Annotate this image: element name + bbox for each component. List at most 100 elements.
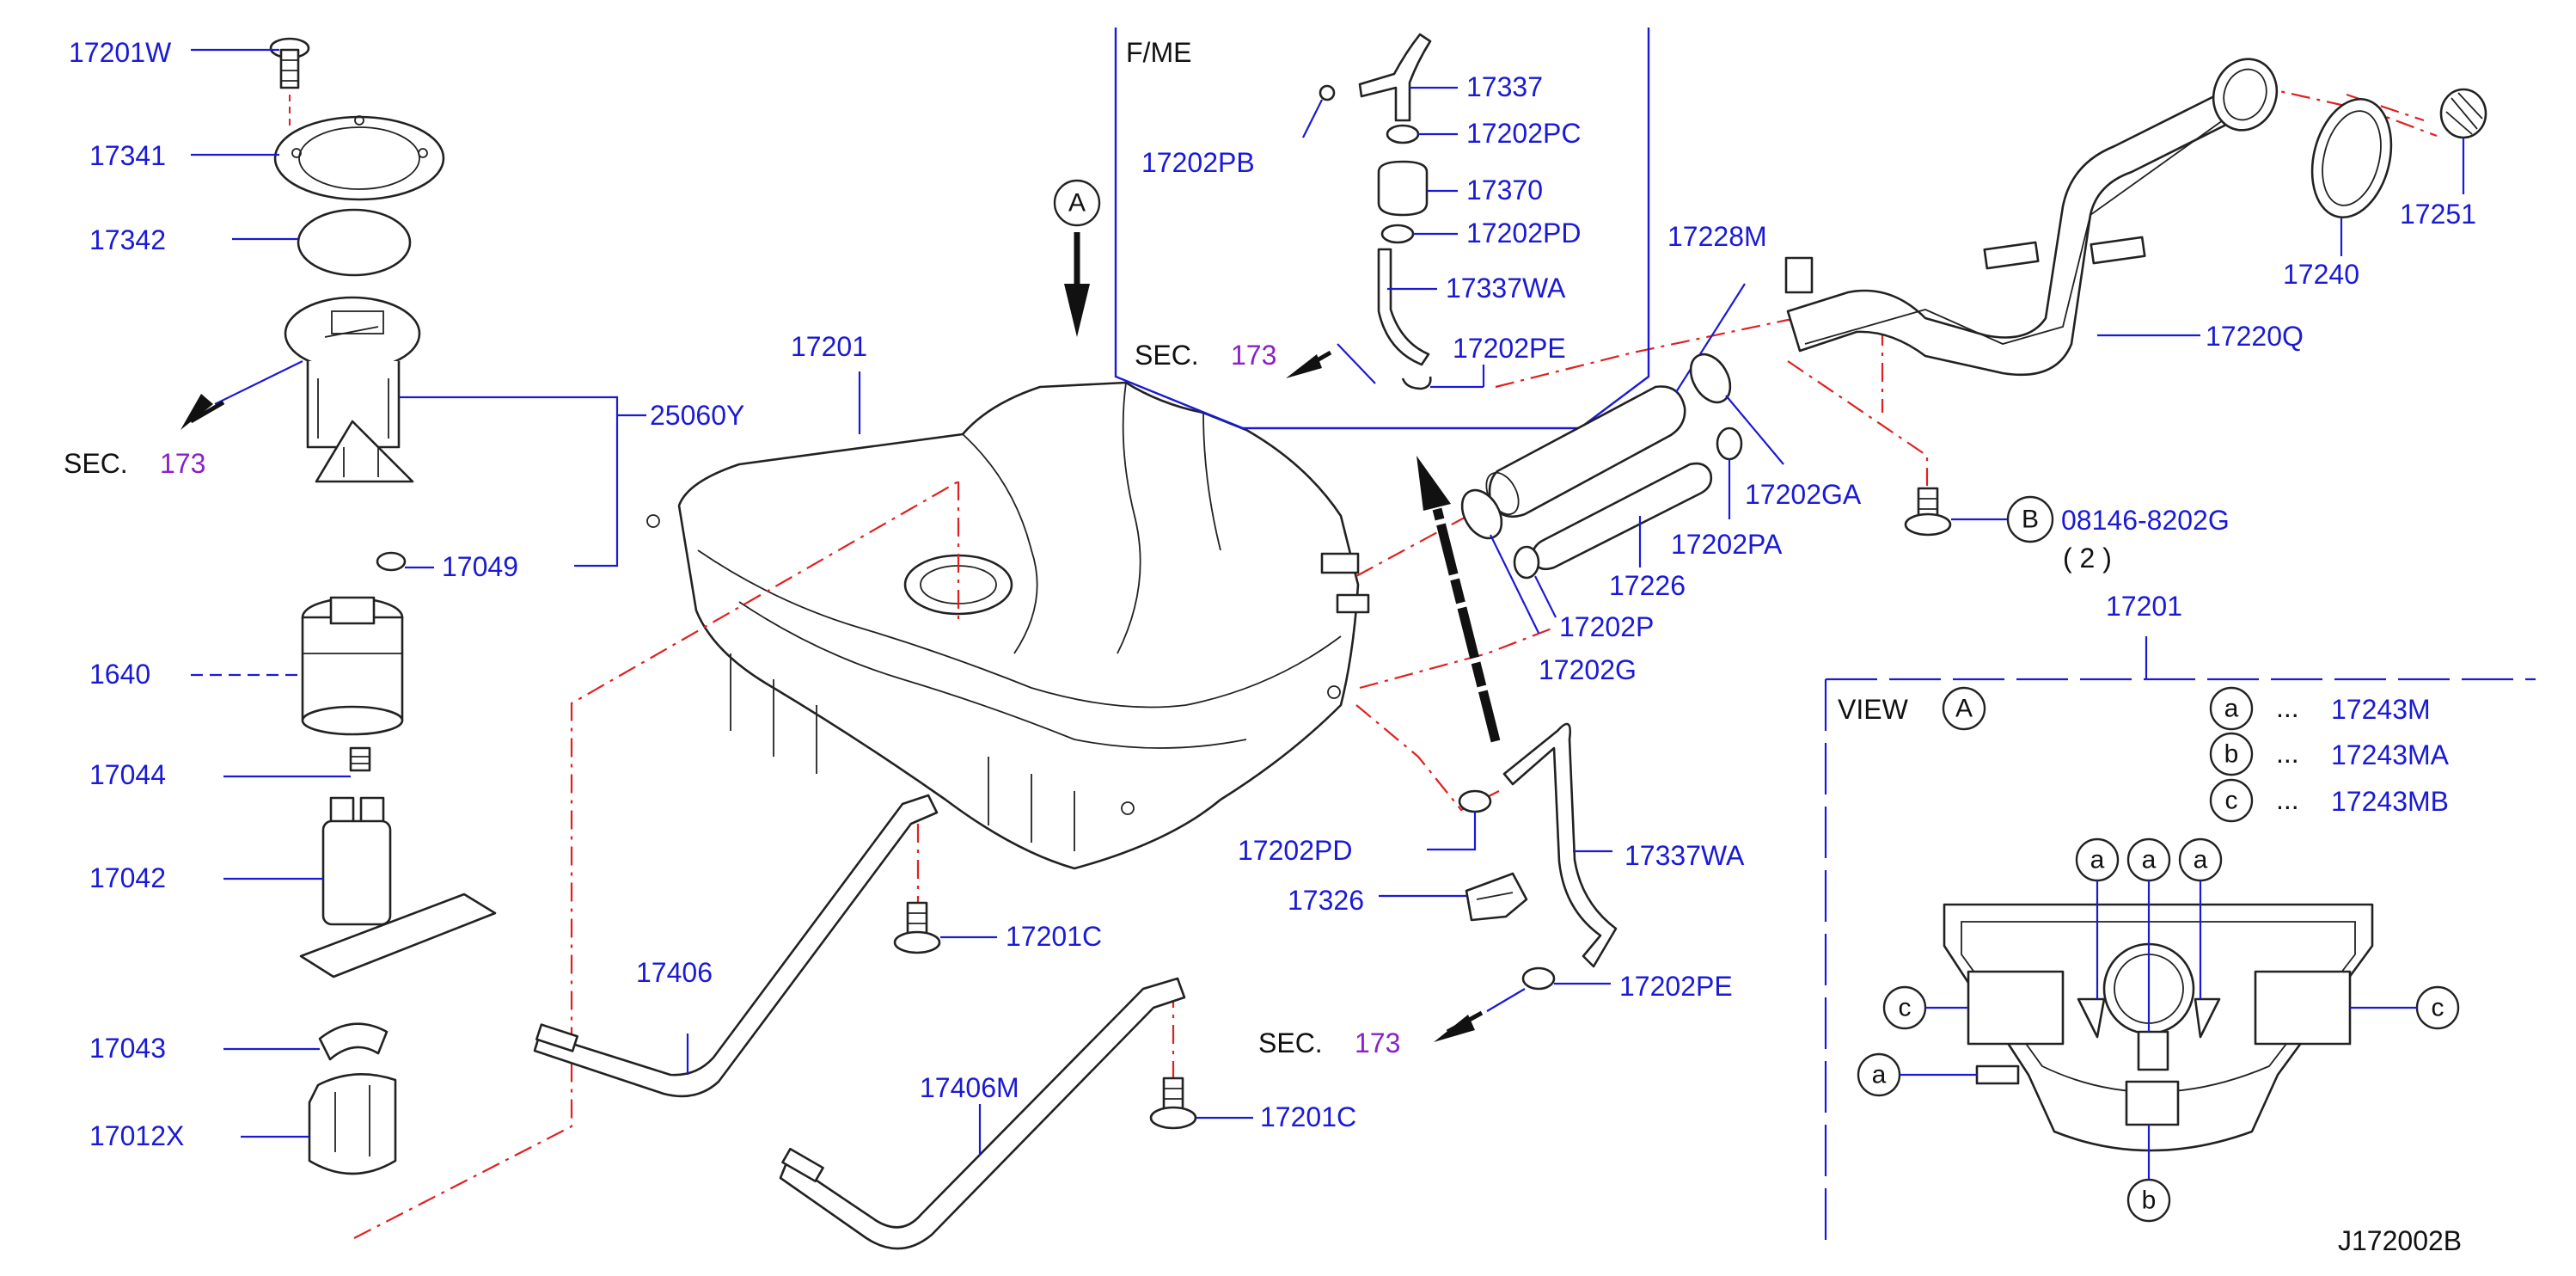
diagram-id: J172002B xyxy=(2338,1225,2462,1256)
inset-fme xyxy=(1114,28,1650,430)
label-17342: 17342 xyxy=(89,224,166,255)
label-17202PD-top: 17202PD xyxy=(1466,218,1581,248)
label-17337WA: 17337WA xyxy=(1625,840,1745,871)
callout-c-right: c xyxy=(2432,994,2444,1022)
o-ring-17049 xyxy=(376,551,407,572)
clamp-17202PA xyxy=(1716,426,1743,461)
fuel-tank-17201 xyxy=(646,371,1370,870)
label-17202G: 17202G xyxy=(1539,654,1637,685)
label-17337: 17337 xyxy=(1466,71,1543,102)
label-17226: 17226 xyxy=(1609,570,1686,601)
view-marker: A xyxy=(1955,695,1973,723)
legend-key-a: a xyxy=(2224,695,2239,723)
label-17201-view: 17201 xyxy=(2106,591,2182,622)
legend-sep-b: ... xyxy=(2276,738,2299,769)
legend-key-b: b xyxy=(2224,740,2239,769)
label-17220Q: 17220Q xyxy=(2206,321,2304,352)
marker-a-letter: A xyxy=(1068,189,1086,218)
view-a-arrow xyxy=(1053,179,1101,337)
label-17201C-a: 17201C xyxy=(1006,921,1102,952)
pump-assembly-illustration xyxy=(181,37,646,1175)
callout-c-left: c xyxy=(1899,994,1912,1022)
label-17202PE: 17202PE xyxy=(1619,971,1733,1002)
callout-b: b xyxy=(2142,1187,2157,1215)
callout-a-4: a xyxy=(1872,1061,1887,1089)
sec-prefix-bottom: SEC. xyxy=(1258,1028,1323,1058)
bolt-08146 xyxy=(1904,487,2010,537)
bolt-17201W xyxy=(269,37,310,89)
clip-17326 xyxy=(1379,872,1528,922)
legend-sep-a: ... xyxy=(2276,692,2299,723)
bolt-17201C-upper xyxy=(893,901,997,954)
clamp-17202GA xyxy=(1689,353,1732,404)
label-17202PC: 17202PC xyxy=(1466,118,1581,149)
label-17326: 17326 xyxy=(1288,885,1364,916)
strainer-17044 xyxy=(349,746,371,772)
tank-strap-17406M xyxy=(779,977,1186,1250)
label-17341: 17341 xyxy=(89,140,166,171)
part-labels: 17201W 17341 17342 25060Y 17049 1640 170… xyxy=(64,37,2476,1256)
legend-key-c: c xyxy=(2225,787,2238,815)
clamp-17202PE xyxy=(1521,966,1556,991)
label-17240: 17240 xyxy=(2283,259,2359,290)
filler-cap-17251 xyxy=(2439,88,2487,194)
label-17012X: 17012X xyxy=(89,1120,184,1151)
sec-num-inset: 173 xyxy=(1231,340,1276,371)
pump-module-25060Y xyxy=(284,296,421,483)
sec-num-bottom: 173 xyxy=(1355,1028,1400,1058)
label-17202PD: 17202PD xyxy=(1238,835,1352,866)
label-17044: 17044 xyxy=(89,759,166,790)
fuel-filter-1640 xyxy=(301,596,404,736)
label-17202GA: 17202GA xyxy=(1745,479,1862,510)
callout-a-3: a xyxy=(2194,846,2208,874)
label-17042: 17042 xyxy=(89,862,166,893)
label-25060Y: 25060Y xyxy=(650,400,744,431)
label-qty: ( 2 ) xyxy=(2063,543,2112,574)
label-17043: 17043 xyxy=(89,1033,166,1064)
tank-strap-17406 xyxy=(533,794,939,1098)
sec-prefix-left: SEC. xyxy=(64,448,128,479)
label-17202PA: 17202PA xyxy=(1671,529,1783,560)
label-08146-8202G: 08146-8202G xyxy=(2061,505,2230,536)
label-17202P: 17202P xyxy=(1559,611,1654,642)
label-17049: 17049 xyxy=(442,551,518,582)
bolt-17201C-lower xyxy=(1149,1077,1253,1130)
evap-hose-lower xyxy=(1379,722,1618,1042)
label-17202PB: 17202PB xyxy=(1141,147,1255,178)
retainer-ring-17341 xyxy=(273,115,445,201)
inset-pointer-arrow xyxy=(1416,456,1501,743)
filler-assembly xyxy=(1460,58,2487,634)
label-17406M: 17406M xyxy=(920,1072,1019,1103)
legend-part-a: 17243M xyxy=(2331,694,2431,725)
label-17228M: 17228M xyxy=(1667,221,1767,252)
label-17201C-b: 17201C xyxy=(1260,1101,1356,1132)
label-17337WA-top: 17337WA xyxy=(1446,273,1566,304)
legend-part-c: 17243MB xyxy=(2331,786,2449,817)
view-title: VIEW xyxy=(1838,694,1909,725)
clamp-17202G xyxy=(1460,488,1503,540)
inset-title: F/ME xyxy=(1126,37,1191,68)
label-17202PE-top: 17202PE xyxy=(1453,333,1566,364)
label-17201W: 17201W xyxy=(69,37,172,68)
clamp-17202PD xyxy=(1458,789,1492,813)
callout-a-2: a xyxy=(2142,846,2157,874)
legend-part-b: 17243MA xyxy=(2331,739,2450,770)
label-17406: 17406 xyxy=(636,957,713,988)
label-17201: 17201 xyxy=(791,331,867,362)
label-1640: 1640 xyxy=(89,659,150,690)
sec-num-left: 173 xyxy=(160,448,205,479)
marker-b-letter: B xyxy=(2022,506,2039,534)
label-17370: 17370 xyxy=(1466,175,1543,206)
callout-a-1: a xyxy=(2090,846,2105,874)
ring-17240 xyxy=(2310,97,2393,219)
legend-sep-c: ... xyxy=(2276,784,2299,815)
label-17251: 17251 xyxy=(2400,199,2476,230)
fuel-pump-17042 xyxy=(299,796,497,978)
clamp-17202P xyxy=(1513,545,1540,580)
sec-prefix-inset: SEC. xyxy=(1135,340,1199,371)
gasket-17342 xyxy=(297,208,412,277)
clip-17043 xyxy=(318,1022,389,1061)
view-a-panel xyxy=(1824,636,2536,1247)
bracket-17012X xyxy=(308,1072,397,1175)
